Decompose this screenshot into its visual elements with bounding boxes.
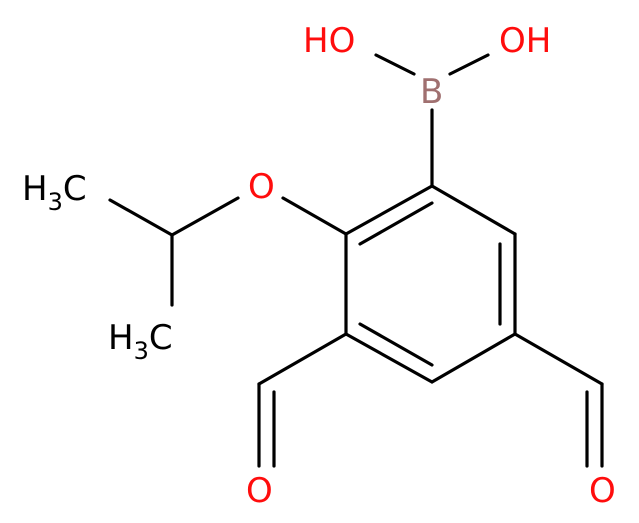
methyl-bottom-label: H3C (108, 318, 173, 365)
ring-bond-c4-c5 (344, 332, 434, 384)
methyl-bottom-c: C (149, 318, 173, 358)
bond-c6-o (281, 196, 348, 236)
methyl-top-label: H3C (22, 169, 87, 216)
bond-b-o-right (448, 53, 490, 76)
ether-oxygen-label: O (248, 167, 275, 207)
boron-label: B (420, 72, 443, 112)
methyl-top-subscript: 3 (48, 188, 63, 216)
bond-ch-ch3-top (108, 198, 174, 237)
ring-bond-c1-c2 (430, 184, 517, 236)
bond-b-o-left (374, 53, 416, 76)
methyl-top-h: H (22, 169, 48, 209)
aldehyde-oxygen-right-label: O (589, 471, 616, 511)
methyl-top-c: C (63, 169, 87, 209)
methyl-bottom-subscript: 3 (134, 337, 149, 365)
ring-bond-c4-c5-inner (358, 322, 434, 367)
ring-bond-c3-c4 (430, 332, 517, 384)
ring-bond-c6-c1 (344, 184, 434, 236)
hydroxyl-right-label: OH (499, 21, 551, 61)
ring-bond-c6-c1-inner (358, 201, 434, 246)
bond-c3-cho (513, 332, 604, 386)
aldehyde-oxygen-left-label: O (246, 471, 273, 511)
methyl-bottom-h: H (108, 318, 134, 358)
hydroxyl-left-label: HO (303, 21, 355, 61)
bond-c5-cho (257, 332, 348, 386)
bond-o-ch (170, 196, 240, 237)
